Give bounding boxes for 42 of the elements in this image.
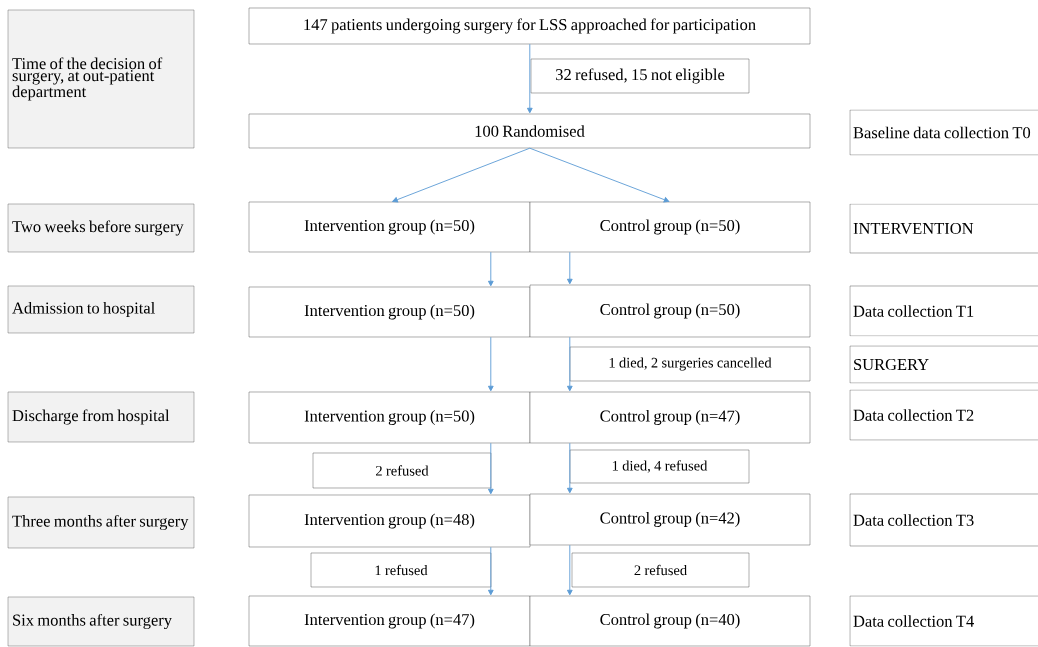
- timepoint-box: Baseline data collection T0: [849, 109, 1038, 156]
- arrow: [566, 251, 573, 285]
- note-box: 2 refused: [312, 452, 492, 489]
- arrow: [566, 544, 573, 596]
- timepoint-box: Data collection T4: [849, 595, 1038, 647]
- stage-box: Discharge from hospital: [7, 391, 195, 443]
- note-box: 32 refused, 15 not eligible: [530, 58, 750, 94]
- flow-box: Intervention group (n=50): [248, 286, 531, 338]
- stage-box: Admission to hospital: [7, 285, 195, 334]
- flow-box: Intervention group (n=50): [248, 201, 531, 253]
- note-box: 1 died, 2 surgeries cancelled: [569, 346, 811, 382]
- timepoint-box: Data collection T3: [849, 493, 1038, 547]
- flow-box: Control group (n=47): [529, 391, 811, 444]
- note-box: 1 refused: [310, 552, 492, 588]
- flow-box: Control group (n=50): [529, 201, 811, 253]
- flow-box: 147 patients undergoing surgery for LSS approached for participation: [248, 7, 811, 45]
- flow-box: Control group (n=40): [529, 595, 811, 647]
- stage-box: Six months after surgery: [7, 596, 195, 647]
- stage-box: Three months after surgery: [7, 496, 195, 549]
- arrow: [566, 336, 573, 392]
- note-box: 2 refused: [571, 552, 750, 588]
- stage-box: Time of the decision of surgery, at out-patient department: [7, 9, 195, 149]
- arrow: [392, 147, 531, 203]
- flow-box: Intervention group (n=47): [248, 595, 531, 647]
- timepoint-box: Data collection T2: [849, 389, 1038, 441]
- flow-box: Control group (n=50): [529, 284, 811, 338]
- arrow: [566, 442, 573, 494]
- arrow: [526, 43, 533, 114]
- note-box: 1 died, 4 refused: [569, 449, 750, 484]
- arrow: [529, 147, 670, 203]
- timepoint-box: SURGERY: [849, 345, 1038, 384]
- arrow: [488, 442, 494, 495]
- arrow: [488, 546, 494, 596]
- timepoint-box: Data collection T1: [849, 285, 1038, 337]
- arrow: [488, 336, 494, 392]
- flow-box: Intervention group (n=50): [248, 391, 531, 444]
- arrow: [488, 251, 494, 287]
- flow-box: 100 Randomised: [248, 113, 811, 149]
- flow-box: Intervention group (n=48): [248, 494, 531, 548]
- timepoint-box: INTERVENTION: [849, 203, 1038, 254]
- flow-box: Control group (n=42): [529, 493, 811, 546]
- stage-box: Two weeks before surgery: [7, 203, 195, 253]
